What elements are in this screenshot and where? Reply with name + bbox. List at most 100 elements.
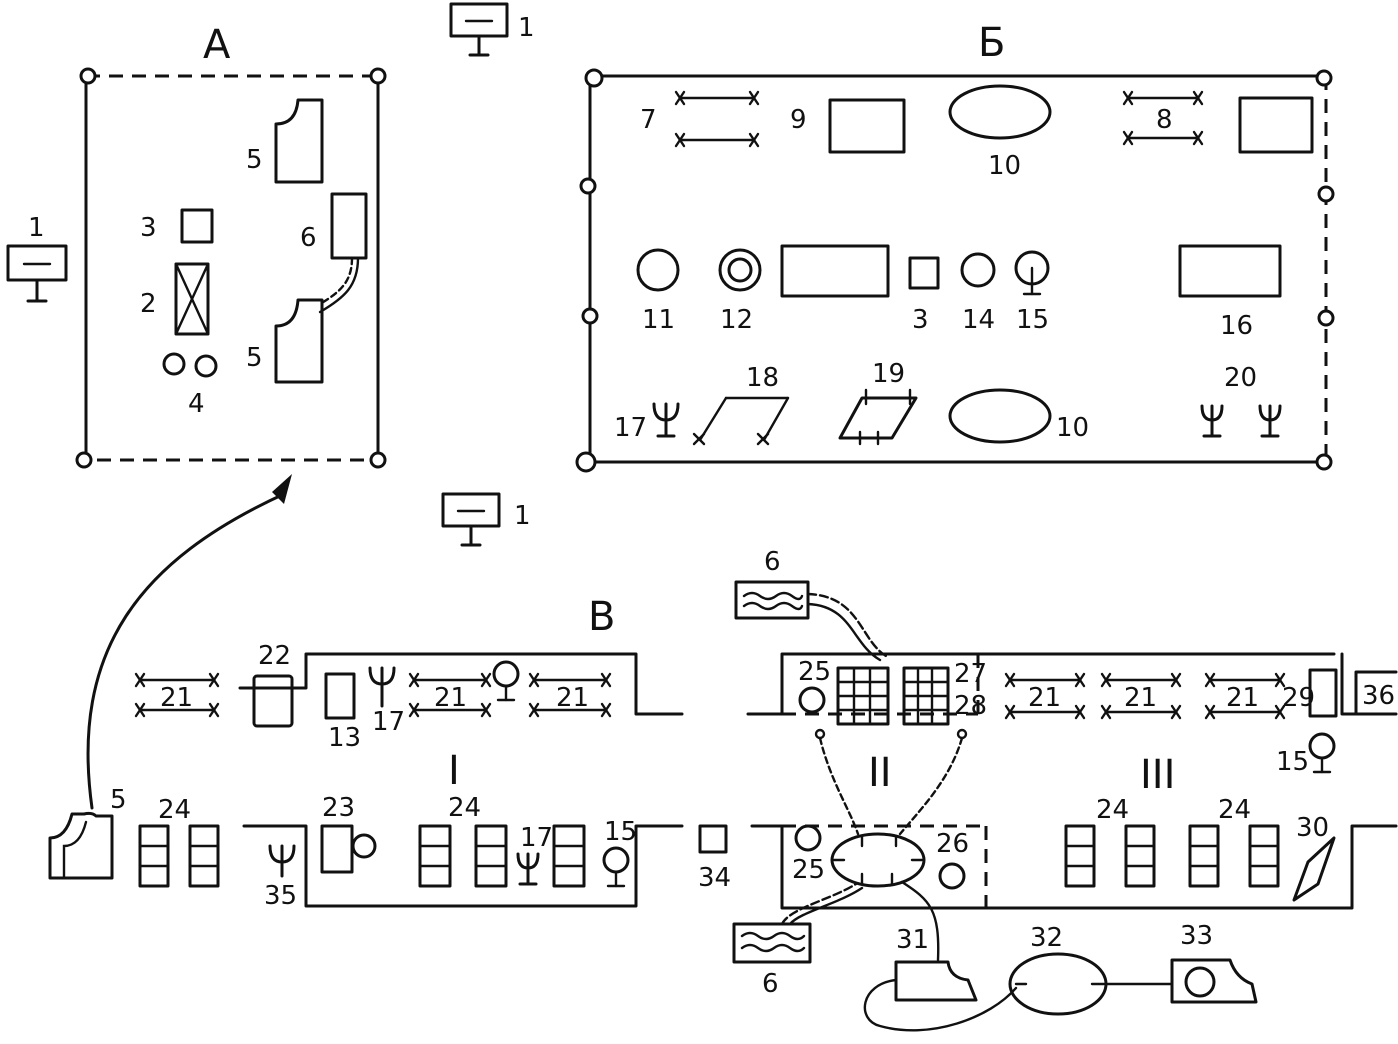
label-15: 15: [1276, 747, 1309, 777]
label-6: 6: [762, 969, 779, 999]
label-35: 35: [264, 881, 297, 911]
label-19: 19: [872, 359, 905, 389]
label-5: 5: [246, 145, 263, 175]
bench-pair: [408, 672, 492, 718]
sink-bowl: [351, 833, 377, 859]
crossed-table: [174, 262, 210, 336]
label-17: 17: [520, 823, 553, 853]
equipment-dial: [1184, 966, 1216, 998]
cabinet: [252, 674, 294, 728]
label-21: 21: [434, 683, 467, 713]
bed: [1124, 824, 1156, 888]
column-marker: [575, 451, 597, 473]
label-22: 22: [258, 641, 291, 671]
table: [1238, 96, 1314, 154]
parallelogram-platform: [838, 388, 918, 446]
zone-i: I: [448, 748, 460, 794]
arrow-head-icon: [272, 474, 292, 504]
label-10: 10: [1056, 413, 1089, 443]
label-6: 6: [300, 223, 317, 253]
column-marker: [579, 177, 597, 195]
floor-lamp: [602, 846, 630, 888]
label-7: 7: [640, 105, 657, 135]
cabinet: [1308, 668, 1338, 718]
bench-pair: [528, 672, 612, 718]
label-29: 29: [1282, 683, 1315, 713]
label-9: 9: [790, 105, 807, 135]
label-30: 30: [1296, 813, 1329, 843]
label-4: 4: [188, 389, 205, 419]
column-marker: [581, 307, 599, 325]
label-13: 13: [328, 723, 361, 753]
round-device-inner: [727, 257, 753, 283]
bench-pair: [134, 672, 220, 718]
label-23: 23: [322, 793, 355, 823]
small-cabinet: [698, 824, 728, 854]
bed: [1188, 824, 1220, 888]
cable-link: [806, 592, 888, 658]
label-21: 21: [1226, 683, 1259, 713]
round-device: [718, 248, 762, 292]
sink: [320, 824, 354, 874]
cable-link: [898, 736, 964, 836]
round-stool: [162, 352, 186, 376]
section-b-title: Б: [978, 20, 1005, 66]
column-marker: [369, 67, 387, 85]
grid-panel: [902, 666, 950, 726]
column-marker: [1315, 453, 1333, 471]
label-27: 27: [954, 659, 987, 689]
zone-iii: III: [1140, 752, 1175, 798]
bench-pair: [674, 90, 760, 148]
label-14: 14: [962, 305, 995, 335]
wall: [238, 652, 684, 716]
label-36: 36: [1362, 681, 1395, 711]
label-31: 31: [896, 925, 929, 955]
monitor-icon: [449, 2, 509, 57]
cable-link: [900, 880, 940, 962]
psi-symbol-icon: [652, 402, 680, 438]
device-box: [330, 192, 368, 260]
psi-symbol-icon: [1258, 404, 1282, 438]
column-marker: [75, 451, 93, 469]
cable-link: [780, 882, 858, 926]
cabinet: [1354, 670, 1398, 716]
label-15: 15: [604, 817, 637, 847]
label-1: 1: [514, 501, 531, 531]
bed: [552, 824, 586, 888]
column-marker: [1317, 185, 1335, 203]
label-21: 21: [1124, 683, 1157, 713]
psi-symbol-icon: [516, 852, 540, 886]
oval-table: [948, 388, 1052, 444]
label-17: 17: [372, 707, 405, 737]
bench-pair: [1100, 672, 1182, 720]
cable-link: [818, 736, 860, 836]
label-5: 5: [246, 343, 263, 373]
label-2: 2: [140, 289, 157, 319]
cable-link: [318, 256, 360, 314]
label-12: 12: [720, 305, 753, 335]
sensor-point: [956, 728, 968, 740]
section-v: В I II III 6 21: [48, 547, 1398, 1032]
cabinet-shape-inner: [62, 820, 88, 880]
label-5: 5: [110, 785, 127, 815]
label-1: 1: [28, 213, 45, 243]
psi-symbol-icon: [1200, 404, 1224, 438]
section-b: Б 7 9 10: [575, 20, 1335, 473]
cable-link: [806, 602, 882, 662]
column-marker: [1315, 69, 1333, 87]
label-10: 10: [988, 151, 1021, 181]
slanted-board: [1292, 836, 1336, 902]
label-20: 20: [1224, 363, 1257, 393]
label-21: 21: [556, 683, 589, 713]
label-25: 25: [792, 855, 825, 885]
cable-link: [318, 256, 354, 306]
sensor-point: [814, 728, 826, 740]
section-a: А 1 1 3 2: [6, 2, 535, 469]
table: [780, 244, 890, 298]
label-17: 17: [614, 413, 647, 443]
wall: [242, 824, 684, 908]
round-stool: [938, 862, 966, 890]
cable-link: [788, 886, 864, 926]
label-8: 8: [1156, 105, 1173, 135]
